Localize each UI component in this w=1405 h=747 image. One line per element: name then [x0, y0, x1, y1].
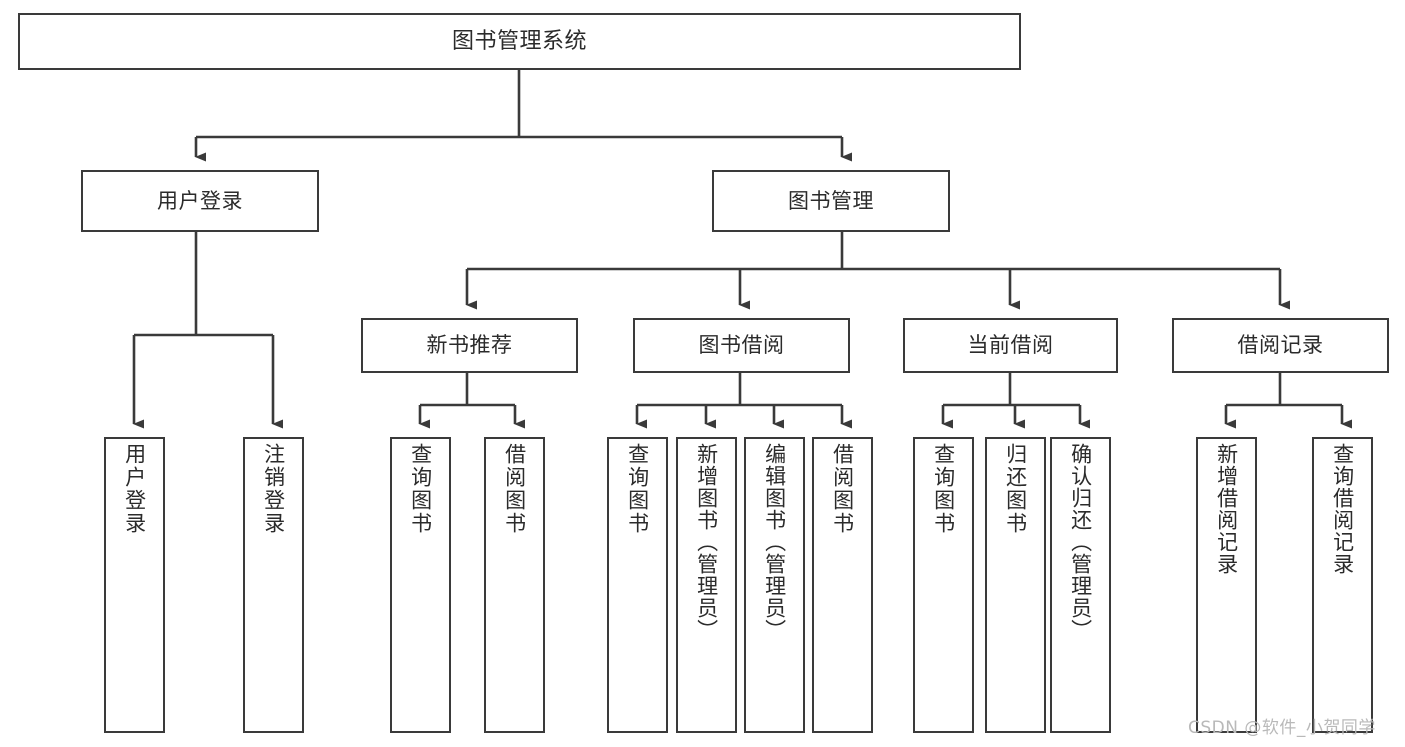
- node-user-login[interactable]: 用户登录: [81, 170, 319, 232]
- node-label: 图书管理系统: [451, 28, 587, 54]
- node-label: 图书管理: [788, 188, 874, 213]
- node-label: 借阅记录: [1237, 333, 1324, 358]
- node-book-borrow[interactable]: 图书借阅: [633, 318, 850, 373]
- node-leaf-user-login[interactable]: 用户登录: [104, 437, 165, 733]
- node-label: 查询图书: [408, 443, 433, 535]
- node-label: 编辑图书（管理员）: [762, 443, 787, 641]
- node-label: 新增借阅记录: [1214, 443, 1239, 575]
- node-leaf-query-borrow-record[interactable]: 查询借阅记录: [1312, 437, 1373, 733]
- node-leaf-confirm-return-admin[interactable]: 确认归还（管理员）: [1050, 437, 1111, 733]
- node-leaf-add-book-admin[interactable]: 新增图书（管理员）: [676, 437, 737, 733]
- node-leaf-logout-login[interactable]: 注销登录: [243, 437, 304, 733]
- node-label: 图书借阅: [698, 333, 785, 358]
- node-root-book-management-system[interactable]: 图书管理系统: [18, 13, 1021, 70]
- node-label: 新书推荐: [426, 333, 513, 358]
- node-label: 归还图书: [1003, 443, 1028, 535]
- node-leaf-return-book[interactable]: 归还图书: [985, 437, 1046, 733]
- node-label: 用户登录: [122, 443, 147, 535]
- node-label: 查询图书: [931, 443, 956, 535]
- node-leaf-borrow-book-recommend[interactable]: 借阅图书: [484, 437, 545, 733]
- node-new-book-recommend[interactable]: 新书推荐: [361, 318, 578, 373]
- node-label: 借阅图书: [830, 443, 855, 535]
- node-label: 用户登录: [157, 188, 243, 213]
- node-label: 查询借阅记录: [1330, 443, 1355, 575]
- csdn-watermark: CSDN @软件_小贺同学: [1188, 718, 1376, 738]
- node-book-manage[interactable]: 图书管理: [712, 170, 950, 232]
- node-leaf-query-book-recommend[interactable]: 查询图书: [390, 437, 451, 733]
- node-label: 注销登录: [261, 443, 286, 535]
- node-label: 当前借阅: [967, 333, 1054, 358]
- node-leaf-edit-book-admin[interactable]: 编辑图书（管理员）: [744, 437, 805, 733]
- node-borrow-record[interactable]: 借阅记录: [1172, 318, 1389, 373]
- node-label: 新增图书（管理员）: [694, 443, 719, 641]
- node-label: 借阅图书: [502, 443, 527, 535]
- node-leaf-add-borrow-record[interactable]: 新增借阅记录: [1196, 437, 1257, 733]
- node-label: 查询图书: [625, 443, 650, 535]
- node-leaf-query-book-borrow[interactable]: 查询图书: [607, 437, 668, 733]
- node-label: 确认归还（管理员）: [1068, 443, 1093, 641]
- node-current-borrow[interactable]: 当前借阅: [903, 318, 1118, 373]
- node-leaf-query-book-current[interactable]: 查询图书: [913, 437, 974, 733]
- node-leaf-borrow-book-borrow[interactable]: 借阅图书: [812, 437, 873, 733]
